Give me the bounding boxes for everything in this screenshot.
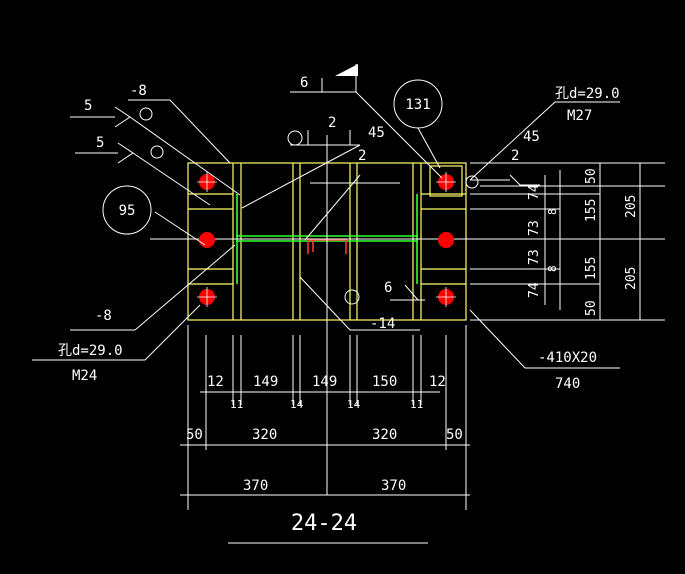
bottom-dimension-lines: [180, 325, 470, 544]
dim-bottom-row1: 12: [429, 374, 446, 390]
label-bottom-left-plate: -8: [95, 308, 112, 324]
dim-bottom-row1: 149: [253, 374, 278, 390]
dim-bottom-row1-sub: 11: [410, 398, 423, 411]
label-bottom-left-hole: 孔d=29.0: [58, 343, 123, 359]
dim-right-mid: 50: [584, 168, 599, 184]
dim-bottom-row2: 50: [186, 427, 203, 443]
dim-right-outer: 205: [624, 195, 639, 218]
weld-symbol-circle: [139, 107, 153, 121]
dim-bottom-row1-sub: 11: [230, 398, 243, 411]
dim-bottom-row1: 150: [372, 374, 397, 390]
leader-lines-right: [299, 101, 665, 369]
weld-symbol-circle: [465, 175, 479, 189]
leader-lines-top: [241, 78, 443, 241]
callout-circle-95: [102, 185, 152, 235]
bolt-hole: [438, 232, 454, 248]
label-gap-top: 2: [328, 115, 336, 131]
label-top-right-bolt: M27: [567, 108, 592, 124]
label-plate-length: 740: [555, 376, 580, 392]
section-title: 24-24: [291, 511, 357, 536]
bolt-hole: [199, 232, 215, 248]
dim-bottom-row2: 320: [252, 427, 277, 443]
label-weld-5-top: 5: [84, 98, 92, 114]
weld-symbol-circle: [287, 130, 303, 146]
label-stiffener: -14: [370, 316, 395, 332]
dim-right-outer: 205: [624, 267, 639, 290]
dim-right-mid: 155: [584, 199, 599, 222]
label-plate-spec: -410X20: [538, 350, 597, 366]
label-top-left-plate: -8: [130, 83, 147, 99]
label-weld-5-bottom: 5: [96, 135, 104, 151]
label-gap-mid: 2: [358, 148, 366, 164]
right-dimension-lines: [470, 162, 665, 321]
dim-right-small: 8: [546, 208, 559, 215]
label-right-weld-size: 6: [384, 280, 392, 296]
flag-symbol: [335, 64, 358, 76]
dim-right-inner: 74: [527, 282, 542, 298]
dim-bottom-row1-sub: 14: [290, 398, 304, 411]
bolt-crosshair-group: [197, 172, 456, 307]
dim-bottom-row2: 50: [446, 427, 463, 443]
dim-bottom-row1-sub: 14: [347, 398, 361, 411]
label-bevel-top: 45: [368, 125, 385, 141]
dim-right-mid: 50: [584, 300, 599, 316]
dim-right-small: 8: [546, 265, 559, 272]
dim-right-mid: 155: [584, 257, 599, 280]
label-top-right-hole: 孔d=29.0: [555, 86, 620, 102]
dim-bottom-row1: 12: [207, 374, 224, 390]
callout-circle-131: [393, 79, 443, 129]
label-circle-95: 95: [119, 203, 136, 219]
dim-bottom-row3: 370: [381, 478, 406, 494]
label-bottom-left-bolt: M24: [72, 368, 97, 384]
weld-symbol-circle: [150, 145, 164, 159]
dim-bottom-row1: 149: [312, 374, 337, 390]
dim-bottom-row2: 320: [372, 427, 397, 443]
dim-right-inner: 74: [527, 184, 542, 200]
leader-lines-left: [32, 99, 241, 361]
weld-symbol-circle: [344, 289, 360, 305]
label-bevel-right: 45: [523, 129, 540, 145]
label-top-weld-size: 6: [300, 75, 308, 91]
corner-square: [429, 165, 463, 197]
dim-right-inner: 73: [527, 249, 542, 265]
dim-bottom-row3: 370: [243, 478, 268, 494]
label-circle-131: 131: [405, 97, 430, 113]
label-gap-right: 2: [511, 148, 519, 164]
dim-right-inner: 73: [527, 220, 542, 236]
